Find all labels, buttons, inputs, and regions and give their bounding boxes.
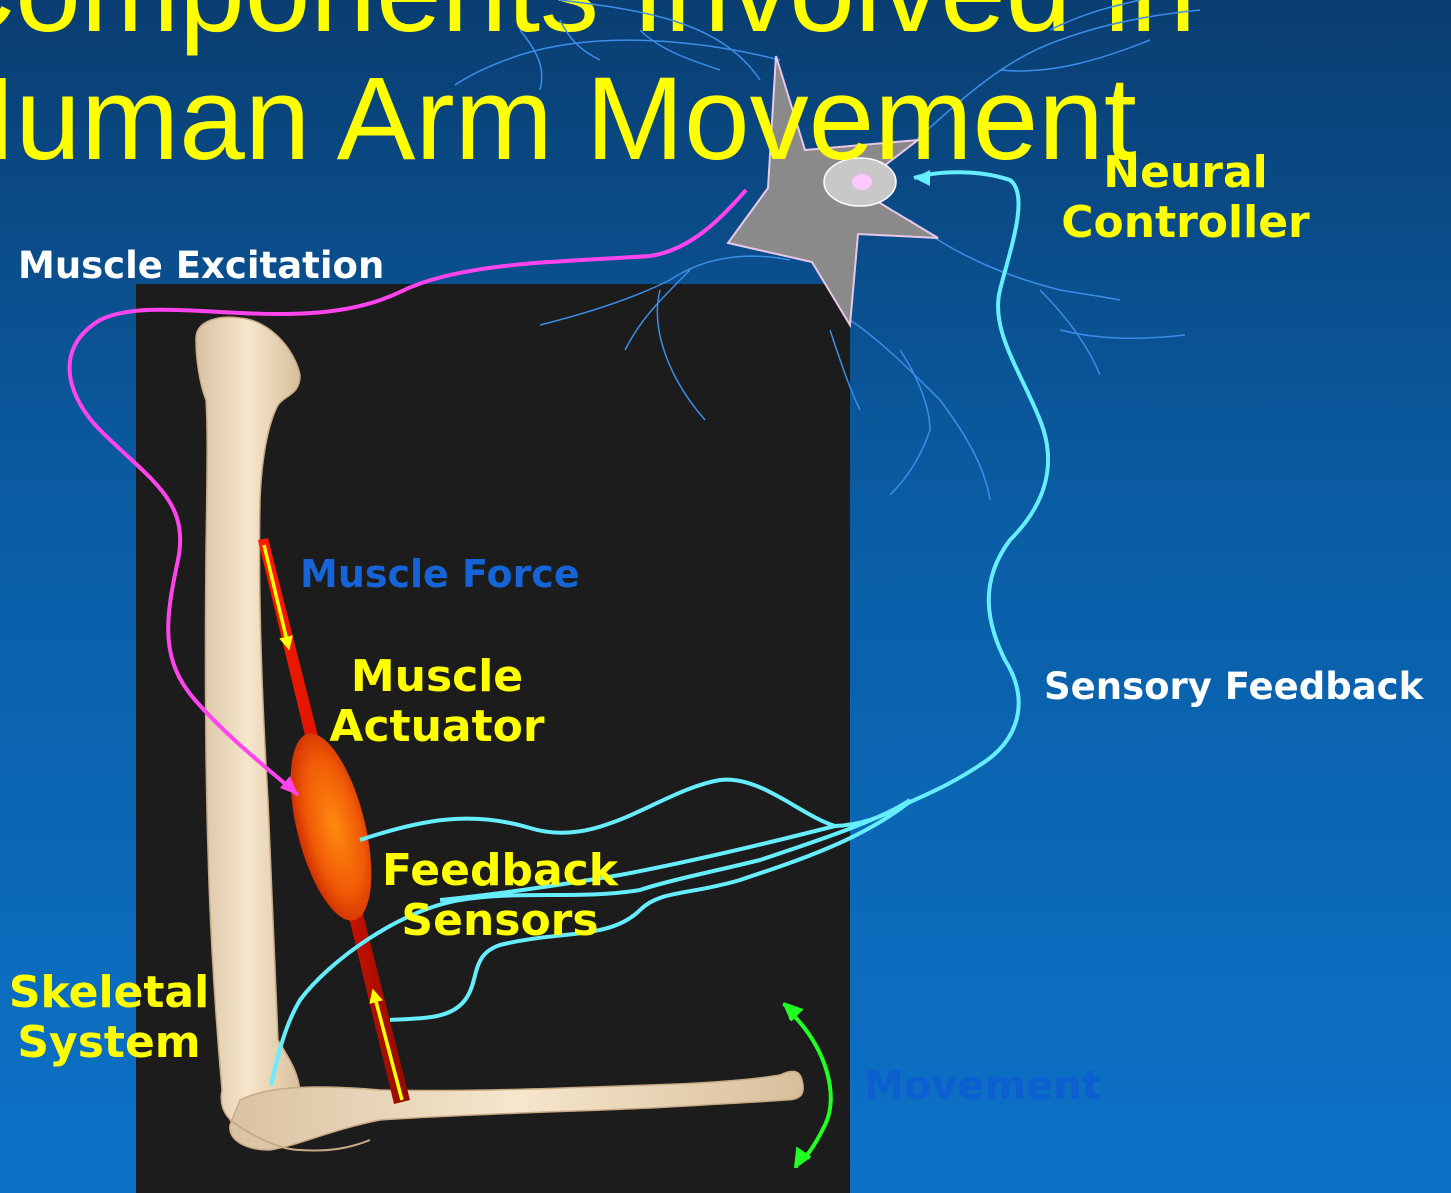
label-neural-controller-line-2: Controller [1058,198,1313,248]
label-skeletal-system: Skeletal System [4,968,214,1068]
label-neural-controller-line-1: Neural [1058,148,1313,198]
label-feedback-sensors-line-2: Sensors [380,896,620,946]
label-muscle-actuator-line-1: Muscle [322,652,552,702]
slide-title-line-2: Human Arm Movement [0,60,1137,178]
label-neural-controller: Neural Controller [1058,148,1313,248]
label-movement: Movement [864,1063,1101,1109]
label-sensory-feedback: Sensory Feedback [1044,665,1423,708]
label-muscle-force: Muscle Force [300,552,580,596]
label-muscle-actuator-line-2: Actuator [322,702,552,752]
label-muscle-excitation: Muscle Excitation [18,244,384,287]
label-skeletal-system-line-2: System [4,1018,214,1068]
label-feedback-sensors: Feedback Sensors [380,846,620,946]
label-muscle-actuator: Muscle Actuator [322,652,552,752]
label-skeletal-system-line-1: Skeletal [4,968,214,1018]
label-feedback-sensors-line-1: Feedback [380,846,620,896]
